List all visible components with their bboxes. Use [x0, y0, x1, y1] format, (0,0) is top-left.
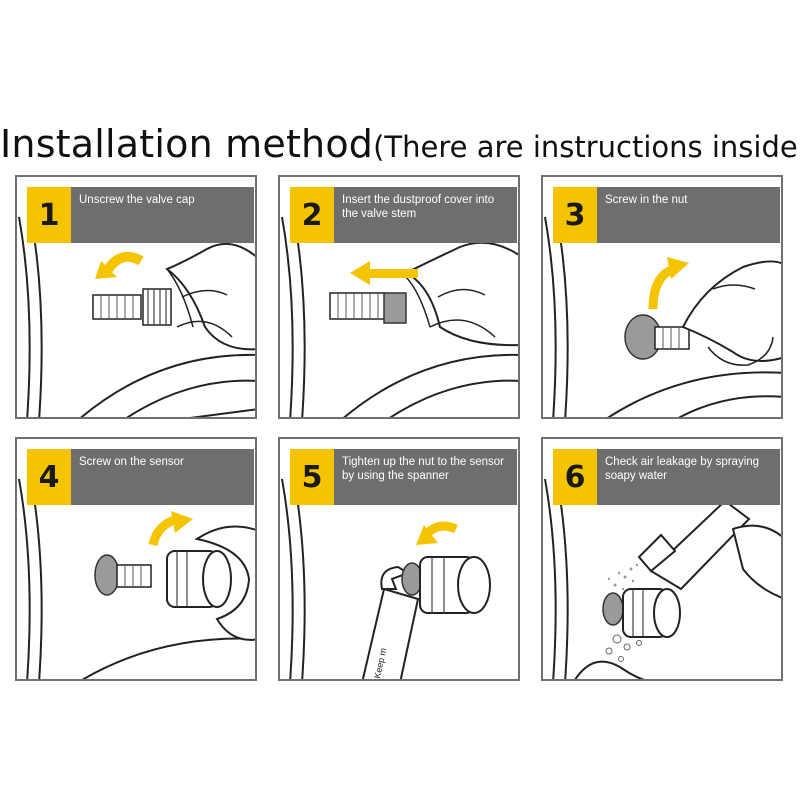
valve-cap-icon	[142, 288, 172, 326]
bubbles-icon	[605, 634, 642, 662]
step-number: 1	[27, 187, 71, 243]
spray-bottle-icon	[637, 499, 751, 591]
title-main: Installation method	[0, 122, 374, 166]
sensor-icon	[166, 550, 232, 608]
step-caption: Check air leakage by spraying soapy wate…	[597, 449, 780, 505]
step-caption: Tighten up the nut to the sensor by usin…	[334, 449, 517, 505]
nut-icon	[602, 592, 624, 626]
nut-icon	[94, 554, 120, 596]
step-number: 3	[553, 187, 597, 243]
illustration-unscrew-cap	[18, 216, 255, 417]
sensor-icon	[419, 556, 491, 614]
step-caption: Screw in the nut	[597, 187, 780, 243]
step-number: 5	[290, 449, 334, 505]
dustproof-cover-icon	[383, 292, 407, 324]
illustration-screw-sensor	[18, 478, 255, 679]
step-number: 6	[553, 449, 597, 505]
illustration-insert-dustproof-cover	[281, 216, 518, 417]
page-title: Installation method(There are instructio…	[0, 122, 800, 166]
step-panel-5: Keep m 5 Tighten up the nut to the senso…	[278, 437, 520, 681]
step-panel-6: 6 Check air leakage by spraying soapy wa…	[541, 437, 783, 681]
step-number: 4	[27, 449, 71, 505]
spanner-icon: Keep m	[361, 565, 420, 679]
step-panel-3: 3 Screw in the nut	[541, 175, 783, 419]
step-caption: Screw on the sensor	[71, 449, 254, 505]
step-panel-1: 1 Unscrew the valve cap	[15, 175, 257, 419]
arrow-icon	[95, 261, 117, 279]
valve-stem-icon	[329, 292, 387, 320]
arrow-icon	[171, 511, 193, 533]
step-panel-4: 4 Screw on the sensor	[15, 437, 257, 681]
illustration-spray-soapy-water	[544, 478, 781, 679]
arrow-icon	[350, 261, 370, 285]
sensor-icon	[622, 588, 681, 638]
step-caption: Insert the dustproof cover into the valv…	[334, 187, 517, 243]
valve-stem-icon	[654, 326, 690, 350]
step-caption: Unscrew the valve cap	[71, 187, 254, 243]
illustration-screw-nut	[544, 216, 781, 417]
arrow-icon	[416, 525, 438, 545]
spray-mist-icon	[607, 563, 639, 591]
arrow-icon	[667, 257, 689, 279]
step-panel-2: 2 Insert the dustproof cover into the va…	[278, 175, 520, 419]
valve-stem-icon	[116, 564, 152, 588]
title-sub: (There are instructions inside)	[373, 130, 800, 164]
valve-stem-icon	[92, 294, 142, 320]
step-number: 2	[290, 187, 334, 243]
